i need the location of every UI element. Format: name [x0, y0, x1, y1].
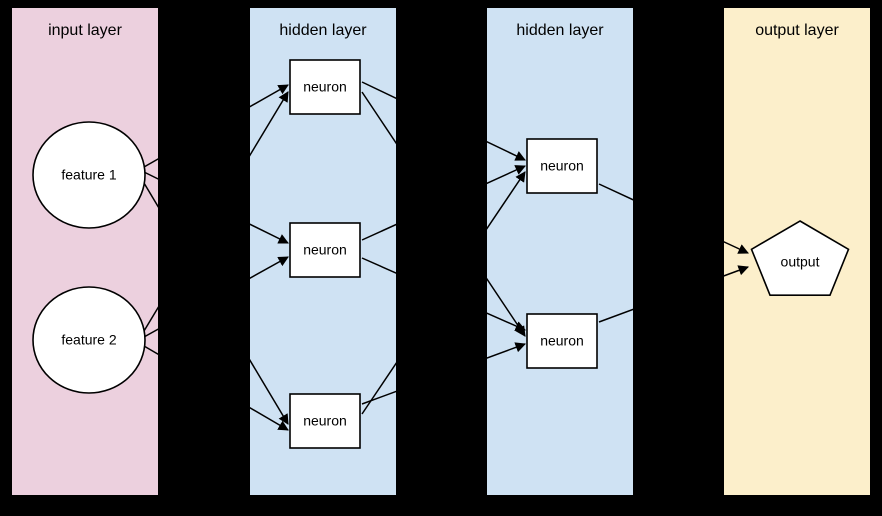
edge-feature-2-to-hidden-1-neuron-1 — [143, 91, 289, 332]
edge-hidden-1-neuron-1-to-hidden-2-neuron-2 — [361, 91, 526, 337]
layer-nodes: feature 1 feature 2 neuron neuron neuron neur… — [32, 59, 850, 449]
node-feature-1[interactable]: feature 1 — [32, 121, 146, 229]
connection-edges — [143, 81, 749, 431]
node-hidden-2-neuron-1[interactable]: neuron — [526, 138, 598, 194]
label-feature-2: feature 2 — [61, 332, 116, 348]
edge-hidden-2-neuron-2-to-output-node — [598, 265, 749, 323]
edge-hidden-1-neuron-3-to-hidden-2-neuron-1 — [361, 171, 526, 415]
edge-feature-1-to-hidden-1-neuron-1 — [143, 84, 289, 168]
title-output-layer: output layer — [755, 22, 839, 39]
label-hidden-1-neuron-2: neuron — [303, 242, 347, 258]
edge-hidden-1-neuron-2-to-hidden-2-neuron-1 — [361, 165, 526, 241]
edge-hidden-2-neuron-1-to-output-node — [598, 183, 749, 254]
node-hidden-1-neuron-1[interactable]: neuron — [289, 59, 361, 115]
title-input-layer: input layer — [48, 22, 122, 39]
rect-shape — [289, 59, 361, 115]
rect-shape — [526, 313, 598, 369]
rect-shape — [289, 393, 361, 449]
label-feature-1: feature 1 — [61, 167, 116, 183]
label-hidden-1-neuron-1: neuron — [303, 79, 347, 95]
label-output-node: output — [781, 254, 820, 270]
node-hidden-1-neuron-3[interactable]: neuron — [289, 393, 361, 449]
pentagon-shape — [750, 220, 850, 296]
label-hidden-2-neuron-2: neuron — [540, 333, 584, 349]
node-output-node[interactable]: output — [750, 220, 850, 296]
layer-panels: input layer hidden layer hidden layer outpu… — [12, 8, 870, 495]
edge-feature-1-to-hidden-1-neuron-3 — [143, 182, 289, 425]
circle-shape — [32, 121, 146, 229]
edge-hidden-1-neuron-3-to-hidden-2-neuron-2 — [361, 342, 526, 405]
node-hidden-2-neuron-2[interactable]: neuron — [526, 313, 598, 369]
panel-hidden-layer-2 — [487, 8, 633, 495]
rect-shape — [289, 222, 361, 278]
panel-input-layer — [12, 8, 158, 495]
node-hidden-1-neuron-2[interactable]: neuron — [289, 222, 361, 278]
edge-feature-2-to-hidden-1-neuron-2 — [143, 256, 289, 338]
circle-shape — [32, 286, 146, 394]
node-feature-2[interactable]: feature 2 — [32, 286, 146, 394]
label-hidden-2-neuron-1: neuron — [540, 158, 584, 174]
rect-shape — [526, 138, 598, 194]
edge-hidden-1-neuron-1-to-hidden-2-neuron-1 — [361, 81, 526, 161]
label-hidden-1-neuron-3: neuron — [303, 413, 347, 429]
title-hidden-layer-2: hidden layer — [516, 22, 604, 39]
title-hidden-layer-1: hidden layer — [279, 22, 367, 39]
edge-feature-1-to-hidden-1-neuron-2 — [143, 171, 289, 244]
edge-feature-2-to-hidden-1-neuron-3 — [143, 345, 289, 431]
